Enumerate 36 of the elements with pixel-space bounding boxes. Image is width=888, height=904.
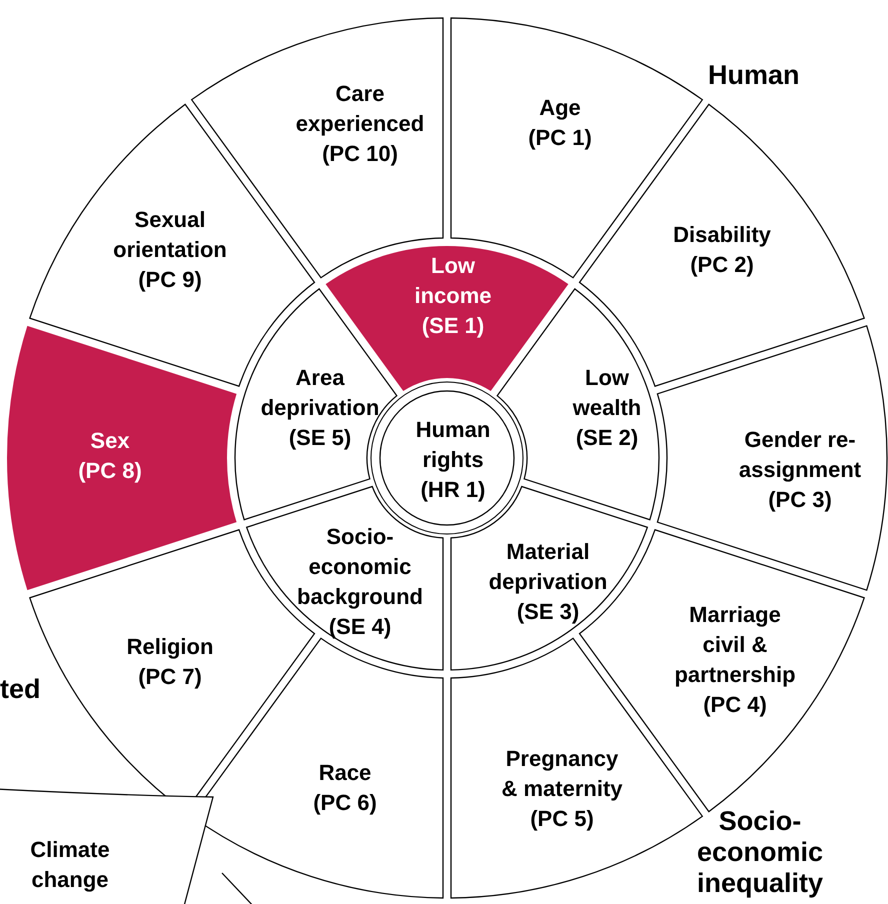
- segment-label: (SE 2): [574, 424, 640, 452]
- segment-label: (PC 3): [767, 486, 833, 514]
- segment-label: Race: [318, 759, 372, 787]
- segment-label: (PC 6): [312, 789, 378, 817]
- segment-label: (SE 5): [288, 424, 352, 452]
- segment-label: (SE 1): [420, 312, 486, 340]
- segment-label: Marriage civil & partnership: [673, 601, 797, 689]
- segment-label: (PC 5): [529, 805, 595, 833]
- segment-label: (SE 3): [516, 598, 580, 626]
- segment-label: Climate change: [29, 836, 111, 894]
- segment-label: (HR 1): [420, 476, 486, 504]
- segment-label: (PC 9): [137, 266, 203, 294]
- segment-label: Human rights: [414, 416, 492, 474]
- segment-label: Low wealth: [572, 364, 642, 422]
- group-label: Socio-economic inequality: [696, 806, 824, 899]
- segment-label: Socio-economic background: [296, 523, 424, 611]
- segment-label: Sex: [89, 427, 131, 455]
- segment-label: (PC 8): [77, 457, 143, 485]
- segment-label: Care experienced: [294, 80, 426, 138]
- segment-label: Sexual orientation: [112, 206, 228, 264]
- segment-label: Gender re-assignment: [738, 426, 862, 484]
- segment-label: Disability: [672, 221, 772, 249]
- segment-label: (PC 4): [702, 691, 768, 719]
- group-label: Human: [708, 60, 801, 91]
- segment-label: Pregnancy & maternity: [500, 745, 624, 803]
- segment-label: (PC 1): [527, 124, 593, 152]
- segment-label: (PC 2): [689, 251, 755, 279]
- segment-label: (PC 7): [137, 663, 203, 691]
- segment-label: Religion: [126, 633, 214, 661]
- segment-label: Area deprivation: [260, 364, 380, 422]
- segment-label: Material deprivation: [488, 538, 608, 596]
- segment-label: Age: [538, 94, 582, 122]
- segment-label: (SE 4): [328, 613, 392, 641]
- group-label: ted: [0, 674, 42, 705]
- segment-label: Low income: [413, 252, 493, 310]
- segment-label: (PC 10): [321, 140, 399, 168]
